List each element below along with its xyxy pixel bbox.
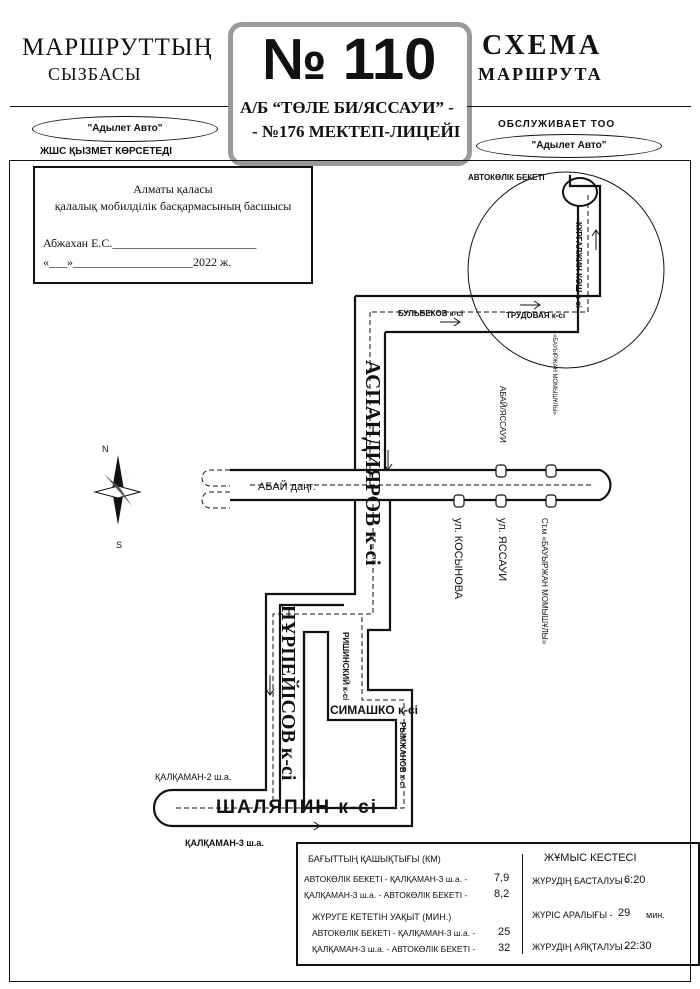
label-rishinsky: РИШИНСКИЙ к-сі: [341, 632, 350, 701]
stop-kosbynova: [453, 494, 465, 508]
label-abai: АБАЙ даңғ.: [258, 481, 317, 493]
approval-line2: қалалық мобилділік басқармасының басшысы: [54, 199, 292, 213]
route-abai: [230, 468, 612, 502]
header-right-title: СХЕМА: [482, 30, 603, 61]
label-rymzhanov: РЫМЖАНОВ к-сі: [398, 722, 407, 789]
end-value: 22:30: [624, 940, 652, 952]
schedule-title: ЖҰМЫС КЕСТЕСІ: [544, 852, 637, 864]
page-frame: [9, 160, 691, 982]
route-box: [228, 22, 472, 166]
stop-yassaui: [495, 494, 507, 508]
arrow-shalyapin: [300, 821, 321, 831]
label-nurpeisov: НҰРПЕЙІСОВ к-сі: [277, 605, 299, 781]
approval-signer: Абжахан Е.С.________________________: [43, 236, 257, 250]
label-kurgalzhin: КҮРГАЛЖИН КӨШ к-сі: [574, 222, 583, 308]
legend-divider: [522, 854, 523, 954]
route-nurpeisov-inner: [278, 603, 344, 808]
time2-value: 32: [498, 942, 511, 954]
route-dashed-top: [372, 195, 589, 313]
approval-line1: Алматы қаласы: [133, 182, 213, 196]
compass-rose: [93, 455, 142, 525]
time1-label: АВТОКӨЛІК БЕКЕТІ - ҚАЛҚАМАН-3 ш.а. -: [312, 928, 476, 938]
abai-west-loop2: [201, 491, 230, 509]
route-top-inner: [385, 205, 580, 334]
label-baurzhan: Ст.м «БАУЫРЖАН МОМЫШҰЛЫ»: [540, 518, 549, 645]
route-simashko-block: [302, 630, 398, 810]
interval-value: 29: [618, 907, 631, 919]
route-top-segment: [355, 175, 602, 298]
dist2-label: ҚАЛҚАМАН-3 ш.а. - АВТОКӨЛІК БЕКЕТІ -: [304, 890, 468, 900]
zoom-circle: [467, 171, 665, 369]
start-label: ЖҮРУДІҢ БАСТАЛУЫ -: [532, 876, 629, 886]
label-simashko: СИМАШКО к-сі: [330, 703, 419, 717]
approval-date: «___»____________________2022 ж.: [43, 255, 232, 269]
arrow-bulgakov: [440, 317, 461, 327]
time1-value: 25: [498, 926, 511, 938]
operator-right-oval: "Адылет Авто": [476, 134, 662, 158]
label-trudovaya: ТРУДОВАЯ к-сі: [506, 311, 566, 320]
label-aspandiyarov: АСПАНДИЯРОВ к-сі: [361, 360, 385, 566]
approval-box: Алматы қаласы қалалық мобилділік басқарм…: [33, 166, 313, 284]
route-name-line1: А/Б “ТӨЛЕ БИ/ЯССАУИ” -: [240, 98, 454, 117]
arrow-kurgalzhin: [591, 229, 601, 250]
label-kosbynova: ул. КОСЫНОВА: [452, 518, 464, 600]
label-baurzhan-vertical: «БАУЫРЖАН МОМЫШҰЛЫ»: [551, 334, 557, 415]
service-right: ОБСЛУЖИВАЕТ ТОО: [498, 119, 616, 130]
start-value: 6:20: [624, 874, 646, 886]
label-depot: АВТОКӨЛІК БЕКЕТІ: [468, 173, 545, 182]
compass-s: S: [116, 540, 123, 550]
depot-loop: [562, 177, 598, 207]
header-rule-left: [10, 106, 228, 107]
end-label: ЖҮРУДІҢ АЯҚТАЛУЫ -: [532, 942, 629, 952]
operator-left-oval: "Адылет Авто": [32, 116, 218, 142]
route-dashed-abai: [248, 312, 371, 486]
stop-baurzhan: [545, 494, 557, 508]
compass-n: N: [102, 444, 109, 454]
dist1-label: АВТОКӨЛІК БЕКЕТІ - ҚАЛҚАМАН-3 ш.а. -: [304, 874, 468, 884]
label-kalkaman2: ҚАЛҚАМАН-2 ш.а.: [155, 772, 232, 782]
route-number: № 110: [262, 27, 437, 92]
stop-baurzhan-north: [545, 464, 557, 478]
dist2-value: 8,2: [494, 888, 510, 900]
legend-box: БАҒЫТТЫҢ ҚАШЫҚТЫҒЫ (КМ) АВТОКӨЛІК БЕКЕТІ…: [296, 842, 700, 966]
time-title: ЖҮРУГЕ КЕТЕТІН УАҚЫТ (МИН.): [312, 912, 452, 922]
interval-unit: мин.: [646, 910, 665, 920]
stop-abai-yassaui: [495, 464, 507, 478]
header-rule-right: [467, 106, 691, 107]
service-left: ЖШС ҚЫЗМЕТ КӨРСЕТЕДІ: [40, 146, 173, 157]
route-south-outer: [152, 500, 414, 828]
time2-label: ҚАЛҚАМАН-3 ш.а. - АВТОКӨЛІК БЕКЕТІ -: [312, 944, 476, 954]
route-name-line2: - №176 МЕКТЕП-ЛИЦЕЙІ: [252, 122, 461, 141]
dist1-value: 7,9: [494, 872, 510, 884]
label-shalyapin: ШАЛЯПИН к-сі: [216, 797, 379, 818]
arrow-aspandiyarov: [383, 450, 393, 471]
interval-label: ЖҮРІС АРАЛЫҒЫ -: [532, 910, 613, 920]
label-abai-yassaui: АБАЙ/ЯССАУИ: [498, 386, 507, 443]
label-kalkaman3: ҚАЛҚАМАН-3 ш.а.: [185, 838, 264, 848]
label-bulgakov: БУЛЬБЕКОВ к-сі: [398, 309, 464, 318]
route-dashed-return: [176, 615, 405, 809]
arrow-trudovaya: [520, 300, 541, 310]
header-left-subtitle: СЫЗБАСЫ: [48, 64, 142, 84]
header-left-title: МАРШРУТТЫҢ: [22, 34, 213, 61]
arrow-nurpeisov: [265, 675, 275, 696]
distance-title: БАҒЫТТЫҢ ҚАШЫҚТЫҒЫ (КМ): [308, 854, 441, 864]
header-right-subtitle: МАРШРУТА: [478, 64, 603, 84]
label-yassaui: ул. ЯССАУИ: [496, 518, 508, 582]
abai-west-loop1: [201, 469, 230, 487]
